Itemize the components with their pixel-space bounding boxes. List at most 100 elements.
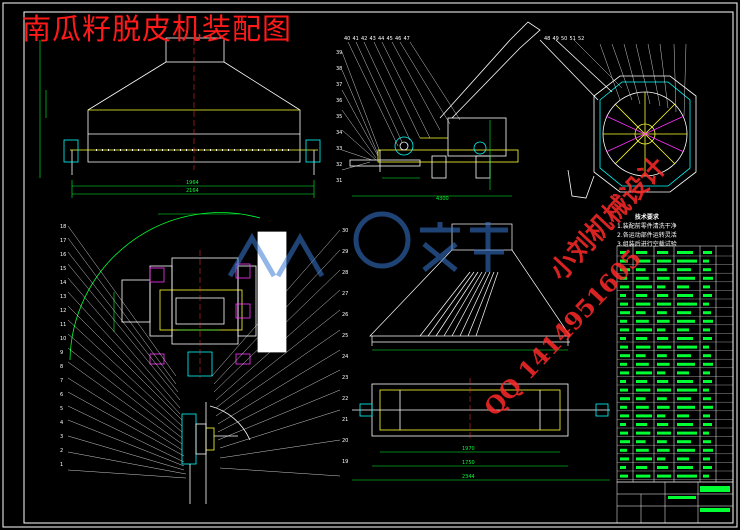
table-cell [677, 285, 689, 289]
table-cell [677, 371, 689, 375]
table-cell [657, 397, 667, 401]
table-cell [620, 328, 629, 332]
balloon-label: 45 [387, 36, 393, 42]
table-cell [657, 285, 666, 289]
table-cell [636, 414, 652, 418]
balloon-label: 27 [342, 291, 348, 297]
table-cell [703, 251, 712, 254]
table-cell [657, 405, 670, 409]
table-cell [677, 423, 693, 426]
balloon-label: 41 [353, 36, 359, 42]
table-cell [636, 474, 651, 478]
table-cell [703, 328, 710, 332]
table-cell [677, 302, 697, 306]
watermark-logo [227, 211, 508, 278]
table-cell [620, 414, 629, 418]
balloon-label: 35 [336, 114, 342, 120]
table-cell [657, 380, 669, 383]
title-block-fill [668, 486, 730, 512]
table-cell [677, 431, 697, 435]
table-cell [657, 414, 666, 418]
table-cell [677, 457, 689, 461]
table-cell [620, 319, 627, 323]
table-cell [657, 251, 669, 254]
table-cell [636, 466, 648, 469]
table-cell [620, 354, 630, 358]
table-cell [677, 251, 693, 254]
balloon-label: 26 [342, 312, 348, 318]
table-cell [636, 380, 648, 383]
dim-bottom-3: 2344 [462, 474, 475, 480]
table-cell [620, 448, 627, 452]
notes-line1: 1.装配前零件清洗干净 [617, 223, 677, 230]
side-view-dims [352, 120, 512, 197]
balloon-label: 12 [60, 308, 66, 314]
table-cell [620, 268, 630, 272]
balloon-label: 51 [570, 36, 576, 42]
table-cell [636, 388, 651, 392]
balloon-label: 2 [60, 448, 63, 454]
balloon-label: 33 [336, 146, 342, 152]
table-cell [657, 448, 670, 452]
leaders-top [341, 41, 461, 171]
notes-line3: 3.组装后进行空载试验 [617, 241, 677, 248]
table-cell [620, 474, 628, 478]
table-cell [677, 448, 695, 452]
balloon-label: 23 [342, 375, 348, 381]
table-cell [636, 328, 652, 332]
table-cell [703, 388, 709, 392]
table-cell [657, 302, 671, 306]
balloon-label: 24 [342, 354, 348, 360]
drawing-title: 南瓜籽脱皮机装配图 [22, 12, 293, 46]
table-cell [657, 362, 670, 366]
front-view-hopper [63, 30, 321, 175]
leaders-mid-left [67, 225, 187, 479]
table-cell [703, 276, 713, 280]
rotor-section [539, 39, 697, 199]
dim-bottom-2: 1750 [462, 460, 475, 466]
parts-list [616, 245, 734, 483]
table-cell [636, 431, 651, 435]
table-cell [677, 354, 691, 358]
table-cell [620, 457, 629, 461]
table-cell [677, 405, 695, 409]
table-cell [677, 328, 689, 332]
balloon-label: 28 [342, 270, 348, 276]
parts-list-rows [617, 251, 733, 480]
table-cell [703, 362, 713, 366]
table-cell [636, 285, 652, 289]
table-cell [636, 337, 648, 340]
table-cell [677, 466, 693, 469]
table-cell [677, 311, 691, 315]
balloon-label: 19 [342, 459, 348, 465]
table-cell [636, 259, 651, 263]
balloon-label: 39 [336, 50, 342, 56]
table-cell [677, 388, 697, 392]
table-cell [620, 466, 626, 469]
leaders-mid-right [211, 229, 341, 477]
table-cell [677, 337, 693, 340]
table-cell [657, 474, 671, 478]
table-cell [677, 276, 695, 280]
table-cell [703, 405, 713, 409]
table-cell [657, 354, 667, 358]
table-cell [677, 440, 691, 444]
table-cell [636, 251, 648, 254]
table-cell [703, 448, 713, 452]
table-cell [703, 354, 711, 358]
table-cell [703, 423, 712, 426]
table-cell [703, 345, 709, 349]
table-cell [636, 268, 646, 272]
table-cell [703, 380, 712, 383]
table-cell [703, 457, 710, 461]
balloon-label: 50 [561, 36, 567, 42]
table-cell [677, 362, 695, 366]
table-cell [677, 294, 693, 297]
leaders-top-right [599, 43, 687, 117]
table-cell [657, 337, 669, 340]
table-cell [657, 466, 669, 469]
table-cell [657, 268, 667, 272]
table-cell [620, 259, 628, 263]
